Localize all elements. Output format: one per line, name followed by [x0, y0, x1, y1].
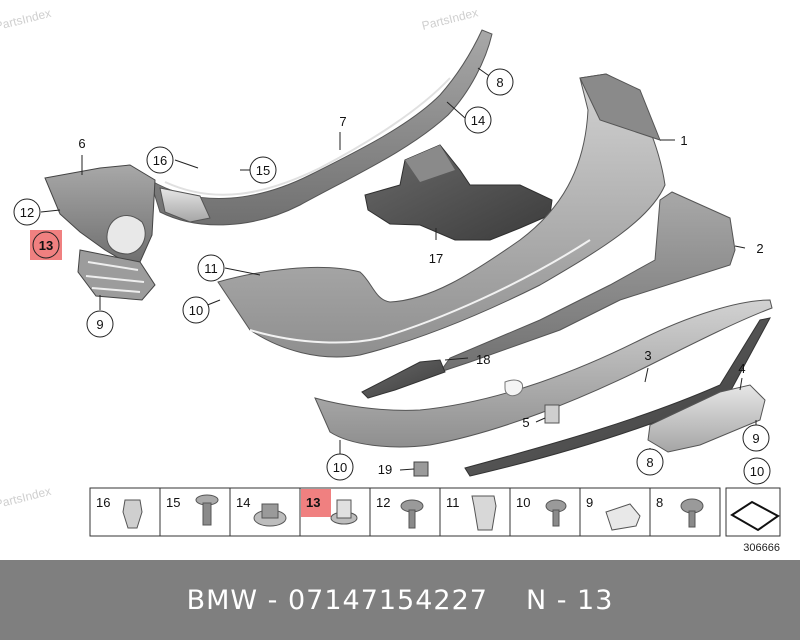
strip-cell-9[interactable]: 9 [579, 487, 651, 537]
svg-text:15: 15 [166, 495, 180, 510]
expanding-nut-icon [330, 499, 358, 525]
diagram-id: 306666 [743, 542, 780, 554]
svg-text:5: 5 [522, 415, 529, 430]
callout-10-bottom[interactable]: 10 [326, 453, 354, 481]
svg-text:17: 17 [429, 251, 443, 266]
strip-cell-10[interactable]: 10 [509, 487, 581, 537]
part-4-guard[interactable] [647, 384, 766, 453]
svg-text:10: 10 [333, 460, 347, 475]
svg-text:7: 7 [339, 114, 346, 129]
callout-17[interactable]: 17 [429, 251, 443, 266]
svg-text:3: 3 [644, 348, 651, 363]
svg-text:8: 8 [656, 495, 663, 510]
svg-text:8: 8 [646, 455, 653, 470]
footer-position: N - 13 [525, 584, 614, 616]
hex-bolt-icon [680, 498, 704, 528]
svg-text:11: 11 [446, 495, 460, 510]
callout-9-right[interactable]: 9 [742, 424, 770, 452]
callout-15[interactable]: 15 [249, 156, 277, 184]
svg-text:10: 10 [750, 464, 764, 479]
callout-7[interactable]: 7 [339, 114, 346, 129]
svg-text:6: 6 [78, 136, 85, 151]
svg-text:14: 14 [236, 495, 250, 510]
part-17-liner[interactable] [364, 144, 553, 241]
svg-text:12: 12 [20, 205, 34, 220]
strip-cell-11[interactable]: 11 [439, 487, 511, 537]
part-18-strip[interactable] [361, 359, 446, 399]
strip-cell-14[interactable]: 14 [229, 487, 301, 537]
watermark-top-right: PartsIndex [420, 5, 479, 32]
part-1-bumper-cover[interactable] [217, 73, 666, 358]
callout-16[interactable]: 16 [146, 146, 174, 174]
strip-cell-symbol [725, 487, 781, 537]
svg-text:1: 1 [680, 133, 687, 148]
callout-9-left[interactable]: 9 [86, 310, 114, 338]
svg-text:16: 16 [96, 495, 110, 510]
callout-13-highlight[interactable]: 13 [30, 230, 62, 260]
part-5-clip[interactable] [544, 404, 560, 424]
part-left-bracket[interactable] [44, 164, 156, 301]
spring-clip-icon [605, 503, 641, 531]
strip-cell-12[interactable]: 12 [369, 487, 441, 537]
svg-text:13: 13 [306, 495, 320, 510]
strip-cell-15[interactable]: 15 [159, 487, 231, 537]
callout-8-upper[interactable]: 8 [486, 68, 514, 96]
callout-1[interactable]: 1 [680, 133, 687, 148]
watermark-left: PartsIndex [0, 484, 52, 511]
svg-text:10: 10 [516, 495, 530, 510]
callout-6[interactable]: 6 [78, 136, 85, 151]
svg-text:15: 15 [256, 163, 270, 178]
bolt-icon [400, 499, 424, 529]
svg-text:18: 18 [476, 352, 490, 367]
parts-strip: 16 15 14 13 [89, 487, 781, 554]
svg-text:8: 8 [496, 75, 503, 90]
callout-14[interactable]: 14 [464, 106, 492, 134]
callout-10-right[interactable]: 10 [743, 457, 771, 485]
svg-text:9: 9 [586, 495, 593, 510]
callout-4[interactable]: 4 [738, 361, 745, 376]
flange-nut-icon [253, 503, 287, 527]
callout-3[interactable]: 3 [644, 348, 651, 363]
svg-text:11: 11 [204, 261, 218, 276]
svg-text:13: 13 [39, 238, 53, 253]
part-2-trim-panel[interactable] [438, 191, 736, 373]
svg-text:4: 4 [738, 361, 745, 376]
callout-18[interactable]: 18 [476, 352, 490, 367]
svg-text:2: 2 [756, 241, 763, 256]
footer-bar: BMW - 07147154227 N - 13 [0, 560, 800, 640]
svg-text:9: 9 [96, 317, 103, 332]
strip-cell-16[interactable]: 16 [89, 487, 161, 537]
svg-text:14: 14 [471, 113, 485, 128]
clip-icon [471, 495, 497, 531]
svg-text:12: 12 [376, 495, 390, 510]
screw-icon [195, 494, 219, 526]
callout-8-lower[interactable]: 8 [636, 448, 664, 476]
callout-10-left[interactable]: 10 [182, 296, 210, 324]
part-10-lower-cover[interactable] [314, 299, 773, 448]
strip-cell-8[interactable]: 8 [649, 487, 721, 537]
strip-cell-13-highlight[interactable]: 13 [299, 487, 371, 537]
part-carrier-upper[interactable] [149, 29, 493, 226]
footer-part-number: BMW - 07147154227 [186, 584, 488, 616]
screw-icon-small [545, 499, 567, 527]
svg-text:9: 9 [752, 431, 759, 446]
callout-12[interactable]: 12 [13, 198, 41, 226]
callout-11[interactable]: 11 [197, 254, 225, 282]
part-19-nut[interactable] [413, 461, 429, 477]
parts-diagram: PartsIndex PartsIndex PartsIndex [0, 5, 781, 554]
push-nut-icon [122, 499, 143, 529]
svg-text:10: 10 [189, 303, 203, 318]
callout-5[interactable]: 5 [522, 415, 529, 430]
svg-text:19: 19 [378, 462, 392, 477]
callout-2[interactable]: 2 [756, 241, 763, 256]
callout-19[interactable]: 19 [378, 462, 392, 477]
svg-text:16: 16 [153, 153, 167, 168]
flat-panel-icon [730, 500, 780, 532]
watermark-top: PartsIndex [0, 6, 52, 33]
